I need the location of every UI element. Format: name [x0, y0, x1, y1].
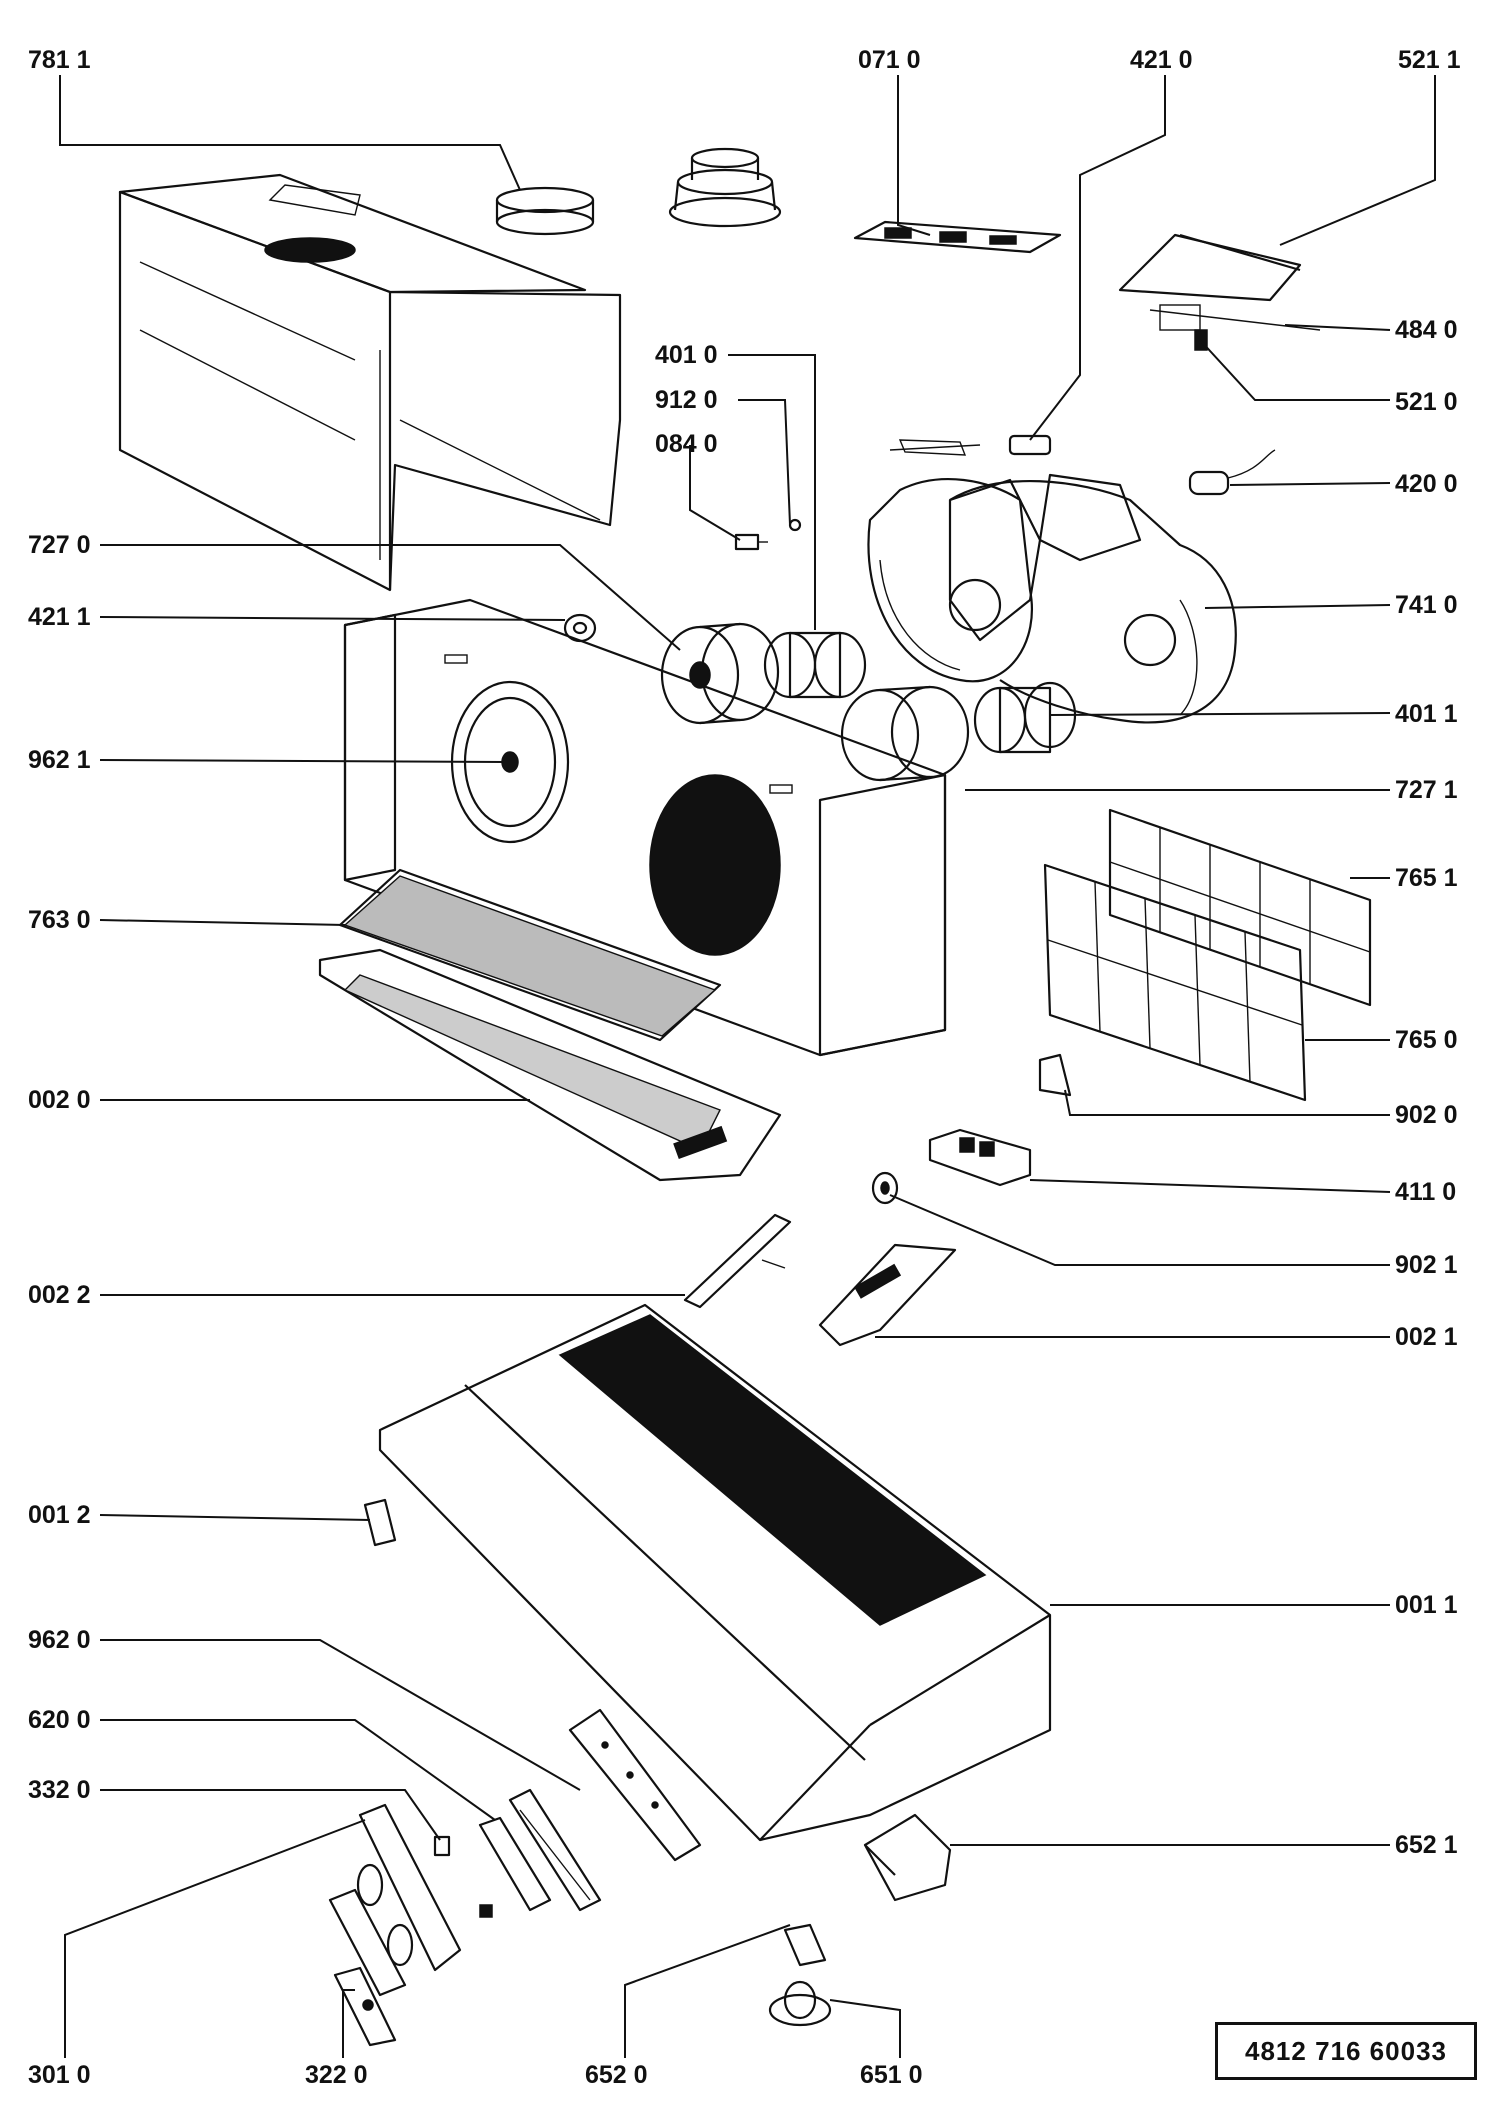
part-label-401-0: 401 0: [655, 341, 718, 369]
part-label-912-0: 912 0: [655, 386, 718, 414]
switch-slide-part: [508, 1788, 602, 1912]
flap-plate-part: [853, 220, 1062, 254]
document-number-box: 4812 716 60033: [1215, 2022, 1477, 2080]
top-housing-part: [118, 173, 622, 592]
grease-filter-part: [1108, 808, 1372, 1007]
part-label-484-0: 484 0: [1395, 316, 1458, 344]
part-label-421-1: 421 1: [28, 603, 91, 631]
part-label-765-0: 765 0: [1395, 1026, 1458, 1054]
part-label-001-2: 001 2: [28, 1501, 91, 1529]
cover-plate-part: [363, 1498, 397, 1547]
part-label-620-0: 620 0: [28, 1706, 91, 1734]
part-label-322-0: 322 0: [305, 2061, 368, 2089]
part-label-652-0: 652 0: [585, 2061, 648, 2089]
part-label-421-0: 421 0: [1130, 46, 1193, 74]
lamp-holder-part: [783, 1923, 827, 1967]
clip-small-part: [433, 1835, 451, 1857]
duct-collar-part: [495, 186, 595, 236]
part-label-401-1: 401 1: [1395, 700, 1458, 728]
bottom-grille-part: [318, 948, 782, 1182]
part-label-332-0: 332 0: [28, 1776, 91, 1804]
part-label-765-1: 765 1: [1395, 864, 1458, 892]
stepped-duct-adapter-part: [668, 147, 782, 228]
part-label-521-0: 521 0: [1395, 388, 1458, 416]
part-label-002-1: 002 1: [1395, 1323, 1458, 1351]
button-strip-part: [333, 1966, 397, 2047]
part-label-301-0: 301 0: [28, 2061, 91, 2089]
grease-screen-part: [338, 868, 722, 1042]
rail-part: [683, 1213, 792, 1309]
part-label-902-1: 902 1: [1395, 1251, 1458, 1279]
part-label-962-0: 962 0: [28, 1626, 91, 1654]
knob-panel-part: [328, 1803, 462, 1997]
knob-part: [768, 1980, 832, 2027]
clip-part: [1038, 1053, 1072, 1097]
part-label-902-0: 902 0: [1395, 1101, 1458, 1129]
control-panel-part: [568, 1708, 702, 1862]
motor-part: [763, 631, 867, 699]
part-label-727-1: 727 1: [1395, 776, 1458, 804]
part-label-411-0: 411 0: [1395, 1178, 1457, 1206]
part-label-727-0: 727 0: [28, 531, 91, 559]
fan-wheel-part: [660, 622, 780, 725]
part-label-071-0: 071 0: [858, 46, 921, 74]
part-label-002-0: 002 0: [28, 1086, 91, 1114]
grommet-part: [871, 1171, 899, 1205]
part-label-420-0: 420 0: [1395, 470, 1458, 498]
hood-body-part: [378, 1303, 1052, 1842]
part-label-001-1: 001 1: [1395, 1591, 1458, 1619]
blower-housing-part: [867, 473, 1237, 724]
part-label-741-0: 741 0: [1395, 591, 1458, 619]
part-label-521-1: 521 1: [1398, 46, 1461, 74]
part-label-084-0: 084 0: [655, 430, 718, 458]
part-label-763-0: 763 0: [28, 906, 91, 934]
leader-lines: [59, 75, 1436, 2058]
part-label-781-1: 781 1: [28, 46, 91, 74]
part-label-002-2: 002 2: [28, 1281, 91, 1309]
transformer-part: [863, 1813, 952, 1902]
switch-part: [478, 1816, 552, 1918]
carbon-filter-part: [1043, 863, 1307, 1102]
bracket-part: [1118, 233, 1321, 351]
capacitor-part: [889, 434, 1276, 496]
fan-wheel-part-2: [840, 685, 970, 782]
part-label-962-1: 962 1: [28, 746, 91, 774]
part-label-652-1: 652 1: [1395, 1831, 1458, 1859]
part-label-651-0: 651 0: [860, 2061, 923, 2089]
terminal-block-part: [928, 1128, 1032, 1187]
motor-part-2: [973, 681, 1077, 754]
switch-bracket-part: [818, 1243, 957, 1347]
